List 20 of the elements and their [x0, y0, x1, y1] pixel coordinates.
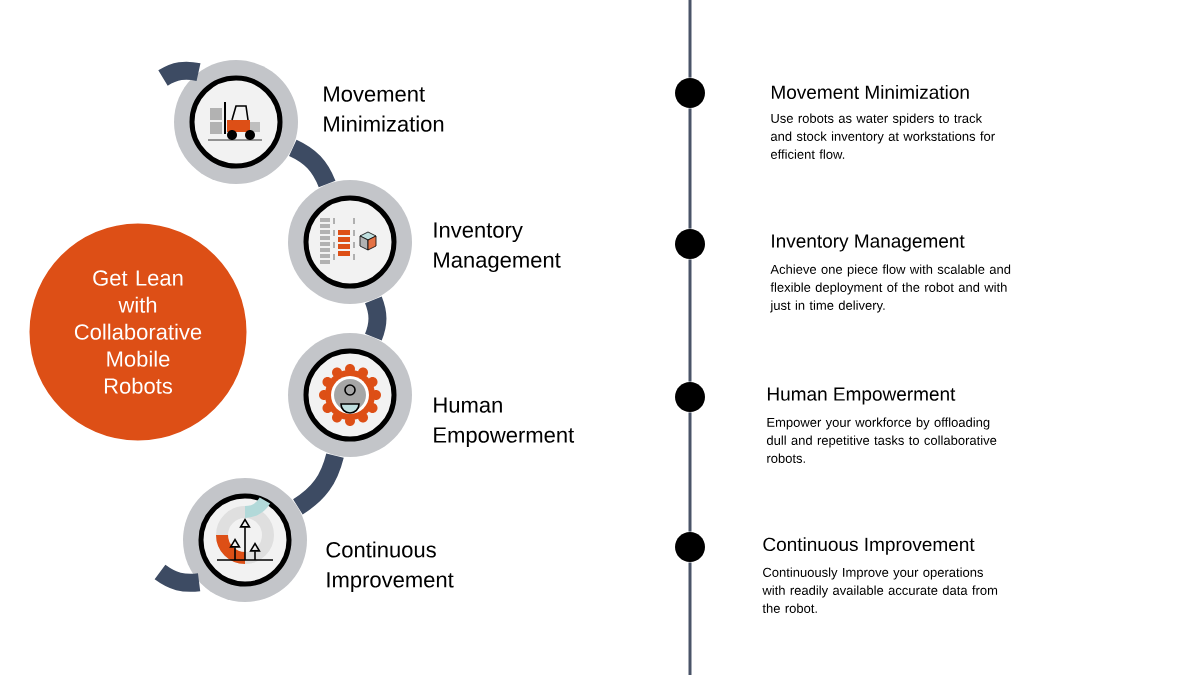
timeline-line: [688, 0, 692, 78]
step-heading: Inventory Management: [434, 222, 561, 273]
step-heading: Continuous Improvement: [763, 537, 975, 555]
timeline-line: [688, 108, 692, 229]
step-heading: Movement Minimization: [324, 86, 444, 132]
timeline-line: [688, 412, 692, 532]
step-heading: Continuous Improvement: [326, 541, 454, 592]
timeline-line: [688, 562, 692, 675]
step-description: Achieve one piece flow with scalable and flexible deployment of the robot and with just in time delivery.: [770, 264, 1011, 313]
step-heading: Inventory Management: [772, 234, 965, 252]
arc-connector: [364, 296, 387, 341]
step-heading: Movement Minimization: [772, 85, 969, 99]
step-heading: Human Empowerment: [768, 387, 956, 405]
arc-connector: [154, 564, 201, 592]
step-description: Continuously Improve your operations with readily available accurate data from the robot.: [762, 567, 998, 613]
step-description: Empower your workforce by offloading dull and repetitive tasks to collaborative robots.: [766, 417, 997, 463]
timeline-line: [688, 259, 692, 382]
step-heading: Human Empowerment: [434, 397, 575, 448]
arc-connector: [158, 61, 201, 86]
step-description: Use robots as water spiders to track and stock inventory at workstations for efficient flow.: [770, 113, 995, 159]
